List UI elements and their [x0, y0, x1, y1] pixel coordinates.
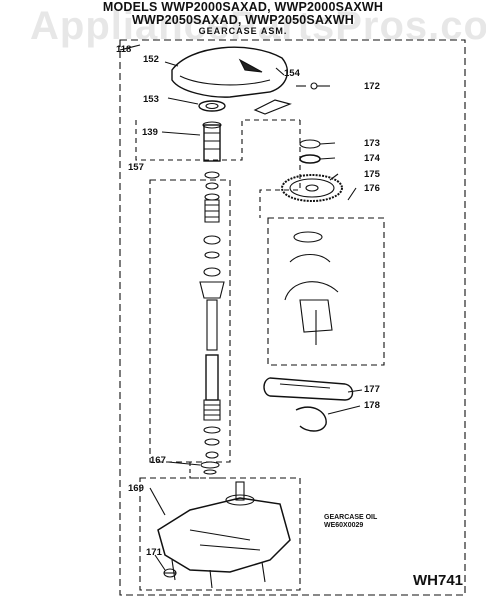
- bushing-167: [200, 461, 220, 475]
- callout-175: 175: [364, 169, 380, 180]
- diagram-code: WH741: [413, 572, 464, 589]
- pinion-assembly-176: [284, 231, 339, 345]
- assembly-title: GEARCASE ASM.: [198, 26, 288, 36]
- gear-139: [202, 121, 222, 162]
- clip-154: [253, 99, 292, 115]
- callout-169: 169: [128, 483, 144, 494]
- callout-174: 174: [364, 153, 380, 164]
- callout-139: 139: [142, 127, 158, 138]
- callout-157: 157: [128, 162, 144, 173]
- base-group-box-169: [139, 477, 301, 591]
- callout-173: 173: [364, 138, 380, 149]
- callout-153: 153: [143, 94, 159, 105]
- callout-172: 172: [364, 81, 380, 92]
- callout-177: 177: [364, 384, 380, 395]
- lever-177: [263, 377, 354, 401]
- callout-171: 171: [146, 547, 162, 558]
- callout-167: 167: [150, 455, 166, 466]
- callout-152: 152: [143, 54, 159, 65]
- seal-153: [198, 100, 226, 112]
- shaft-stack: [199, 171, 225, 459]
- models-title-line-2: WWP2050SAXAD, WWP2050SAXWH: [132, 13, 354, 27]
- gearcase-cover-152: [171, 46, 289, 98]
- plug-171: [163, 568, 177, 578]
- oil-part-number: WE60X0029: [324, 522, 364, 529]
- drive-gear-175: [281, 174, 343, 202]
- shaft-group-box-157: [149, 179, 231, 463]
- screw-172: [310, 82, 330, 90]
- oil-note-label: GEARCASE OIL: [324, 514, 378, 521]
- assembly-outline-118: [119, 39, 466, 596]
- callout-154: 154: [284, 68, 300, 79]
- callout-176: 176: [364, 183, 380, 194]
- spring-178: [295, 406, 327, 432]
- models-title-line-1: MODELS WWP2000SAXAD, WWP2000SAXWH: [102, 0, 384, 14]
- callout-118: 118: [116, 44, 132, 55]
- washer-174: [299, 154, 321, 164]
- gearcase-base-169: [157, 481, 291, 589]
- callout-178: 178: [364, 400, 380, 411]
- pinion-group-box-176: [267, 217, 385, 366]
- washer-173: [299, 139, 321, 149]
